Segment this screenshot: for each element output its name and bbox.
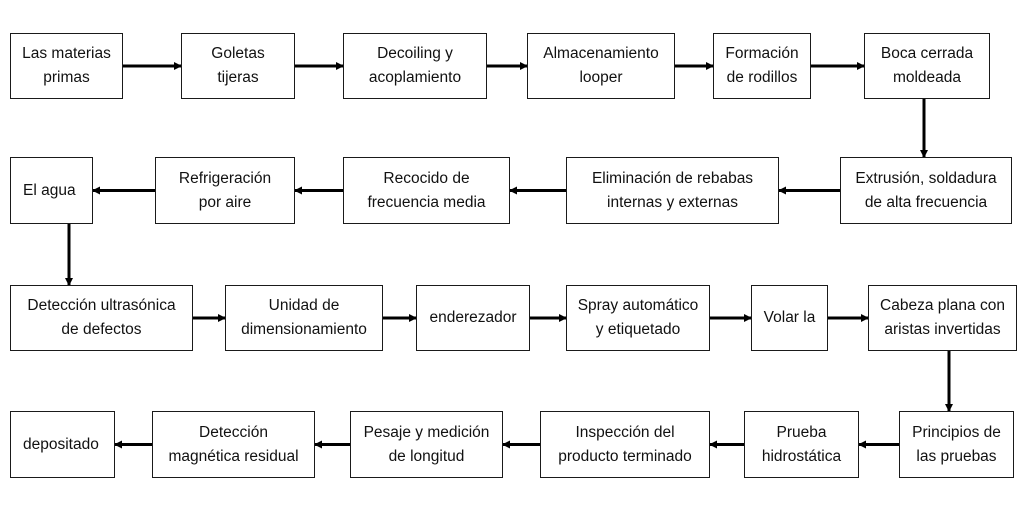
step-label: Las materias primas [22,45,111,86]
step-label: Principios de las pruebas [912,423,1001,465]
step-slitting-shears: Goletas tijeras [181,33,295,99]
step-label: Cabeza plana con aristas invertidas [880,297,1005,338]
step-label: Pesaje y medición de longitud [363,423,490,465]
step-deburring: Eliminación de rebabas internas y extern… [566,157,779,224]
step-label: depositado [23,435,99,453]
step-closed-mouth-molding: Boca cerrada moldeada [864,33,990,99]
step-hydrostatic-test: Prueba hidrostática [744,411,859,478]
step-air-cooling: Refrigeración por aire [155,157,295,224]
step-straightener: enderezador [416,285,530,351]
step-spray-labeling: Spray automático y etiquetado [566,285,710,351]
step-label: El agua [23,181,76,199]
step-label: Spray automático y etiquetado [577,297,699,338]
step-looper-storage: Almacenamiento looper [527,33,675,99]
step-final-inspection: Inspección del producto terminado [540,411,710,478]
step-ultrasonic-detection: Detección ultrasónica de defectos [10,285,193,351]
step-label: Recocido de frecuencia media [367,169,486,211]
step-weighing-length: Pesaje y medición de longitud [350,411,503,478]
step-label: Detección ultrasónica de defectos [27,297,176,338]
step-flying-saw: Volar la [751,285,828,351]
step-label: enderezador [429,309,517,326]
step-label: Inspección del producto terminado [558,423,692,465]
step-label: Goletas tijeras [211,45,265,86]
step-label: Formación de rodillos [725,45,799,86]
step-label: Volar la [763,309,816,326]
step-label: Eliminación de rebabas internas y extern… [591,169,754,211]
step-label: Refrigeración por aire [178,169,272,211]
step-label: Detección magnética residual [168,423,299,465]
step-sizing-unit: Unidad de dimensionamiento [225,285,383,351]
step-label: Decoiling y acoplamiento [368,45,462,86]
step-residual-magnetic: Detección magnética residual [152,411,315,478]
step-flat-head-chamfer: Cabeza plana con aristas invertidas [868,285,1017,351]
step-water: El agua [10,157,93,224]
step-mf-annealing: Recocido de frecuencia media [343,157,510,224]
step-label: Almacenamiento looper [543,45,659,86]
step-decoiling: Decoiling y acoplamiento [343,33,487,99]
step-label: Boca cerrada moldeada [880,45,974,86]
step-label: Unidad de dimensionamiento [241,297,367,338]
step-deposited: depositado [10,411,115,478]
step-label: Extrusión, soldadura de alta frecuencia [855,169,997,211]
step-hf-welding: Extrusión, soldadura de alta frecuencia [840,157,1012,224]
step-roll-forming: Formación de rodillos [713,33,811,99]
step-testing-principles: Principios de las pruebas [899,411,1014,478]
step-label: Prueba hidrostática [761,423,842,465]
step-raw-materials: Las materias primas [10,33,123,99]
